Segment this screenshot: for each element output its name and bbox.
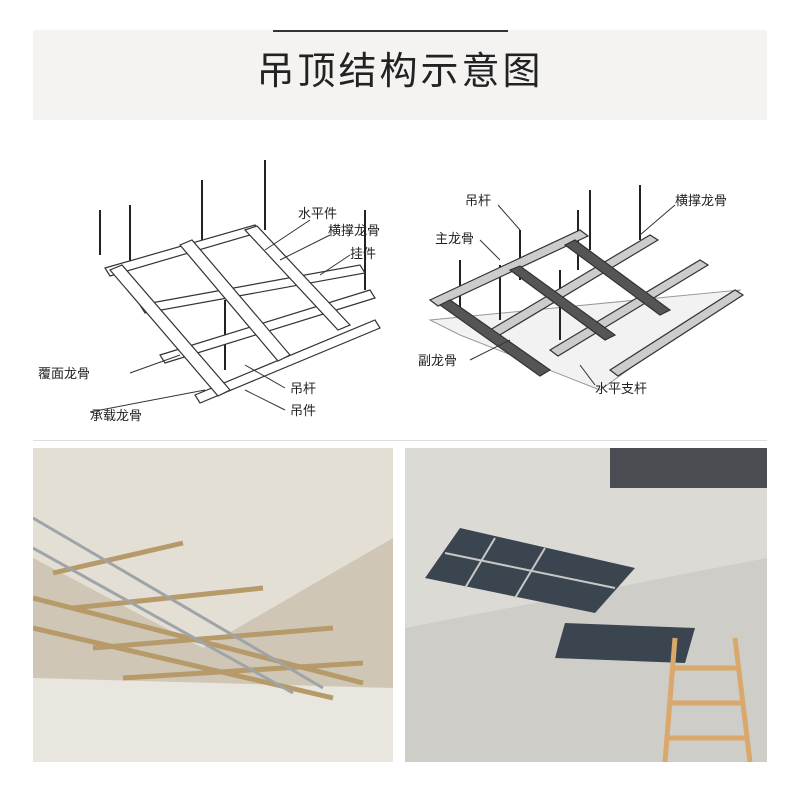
left-ceiling-diagram: 水平件 横撑龙骨 挂件 覆面龙骨 承载龙骨 吊杆 吊件 [38,160,381,424]
label-cross-brace-keel: 横撑龙骨 [328,224,380,239]
label-secondary-keel: 副龙骨 [418,354,457,369]
label-suspension-piece: 吊件 [290,404,316,419]
label-main-keel: 主龙骨 [435,232,474,247]
section-divider [33,440,767,441]
label-hanger: 挂件 [350,247,376,262]
label-cross-brace-keel: 横撑龙骨 [675,194,727,209]
label-cover-keel: 覆面龙骨 [38,367,90,382]
title-divider [273,30,508,32]
label-bearing-keel: 承载龙骨 [90,409,142,424]
label-suspension-rod: 吊杆 [290,382,316,397]
page-title: 吊顶结构示意图 [256,49,544,93]
label-horizontal-strut: 水平支杆 [595,382,647,397]
label-suspension-rod: 吊杆 [465,194,491,209]
photo-ceiling-gypsum-board [405,448,767,762]
right-ceiling-diagram: 吊杆 横撑龙骨 主龙骨 副龙骨 水平支杆 [418,185,745,397]
photo-ceiling-keel-installation [33,448,393,762]
label-horizontal-piece: 水平件 [298,207,337,222]
title-band [33,30,767,120]
